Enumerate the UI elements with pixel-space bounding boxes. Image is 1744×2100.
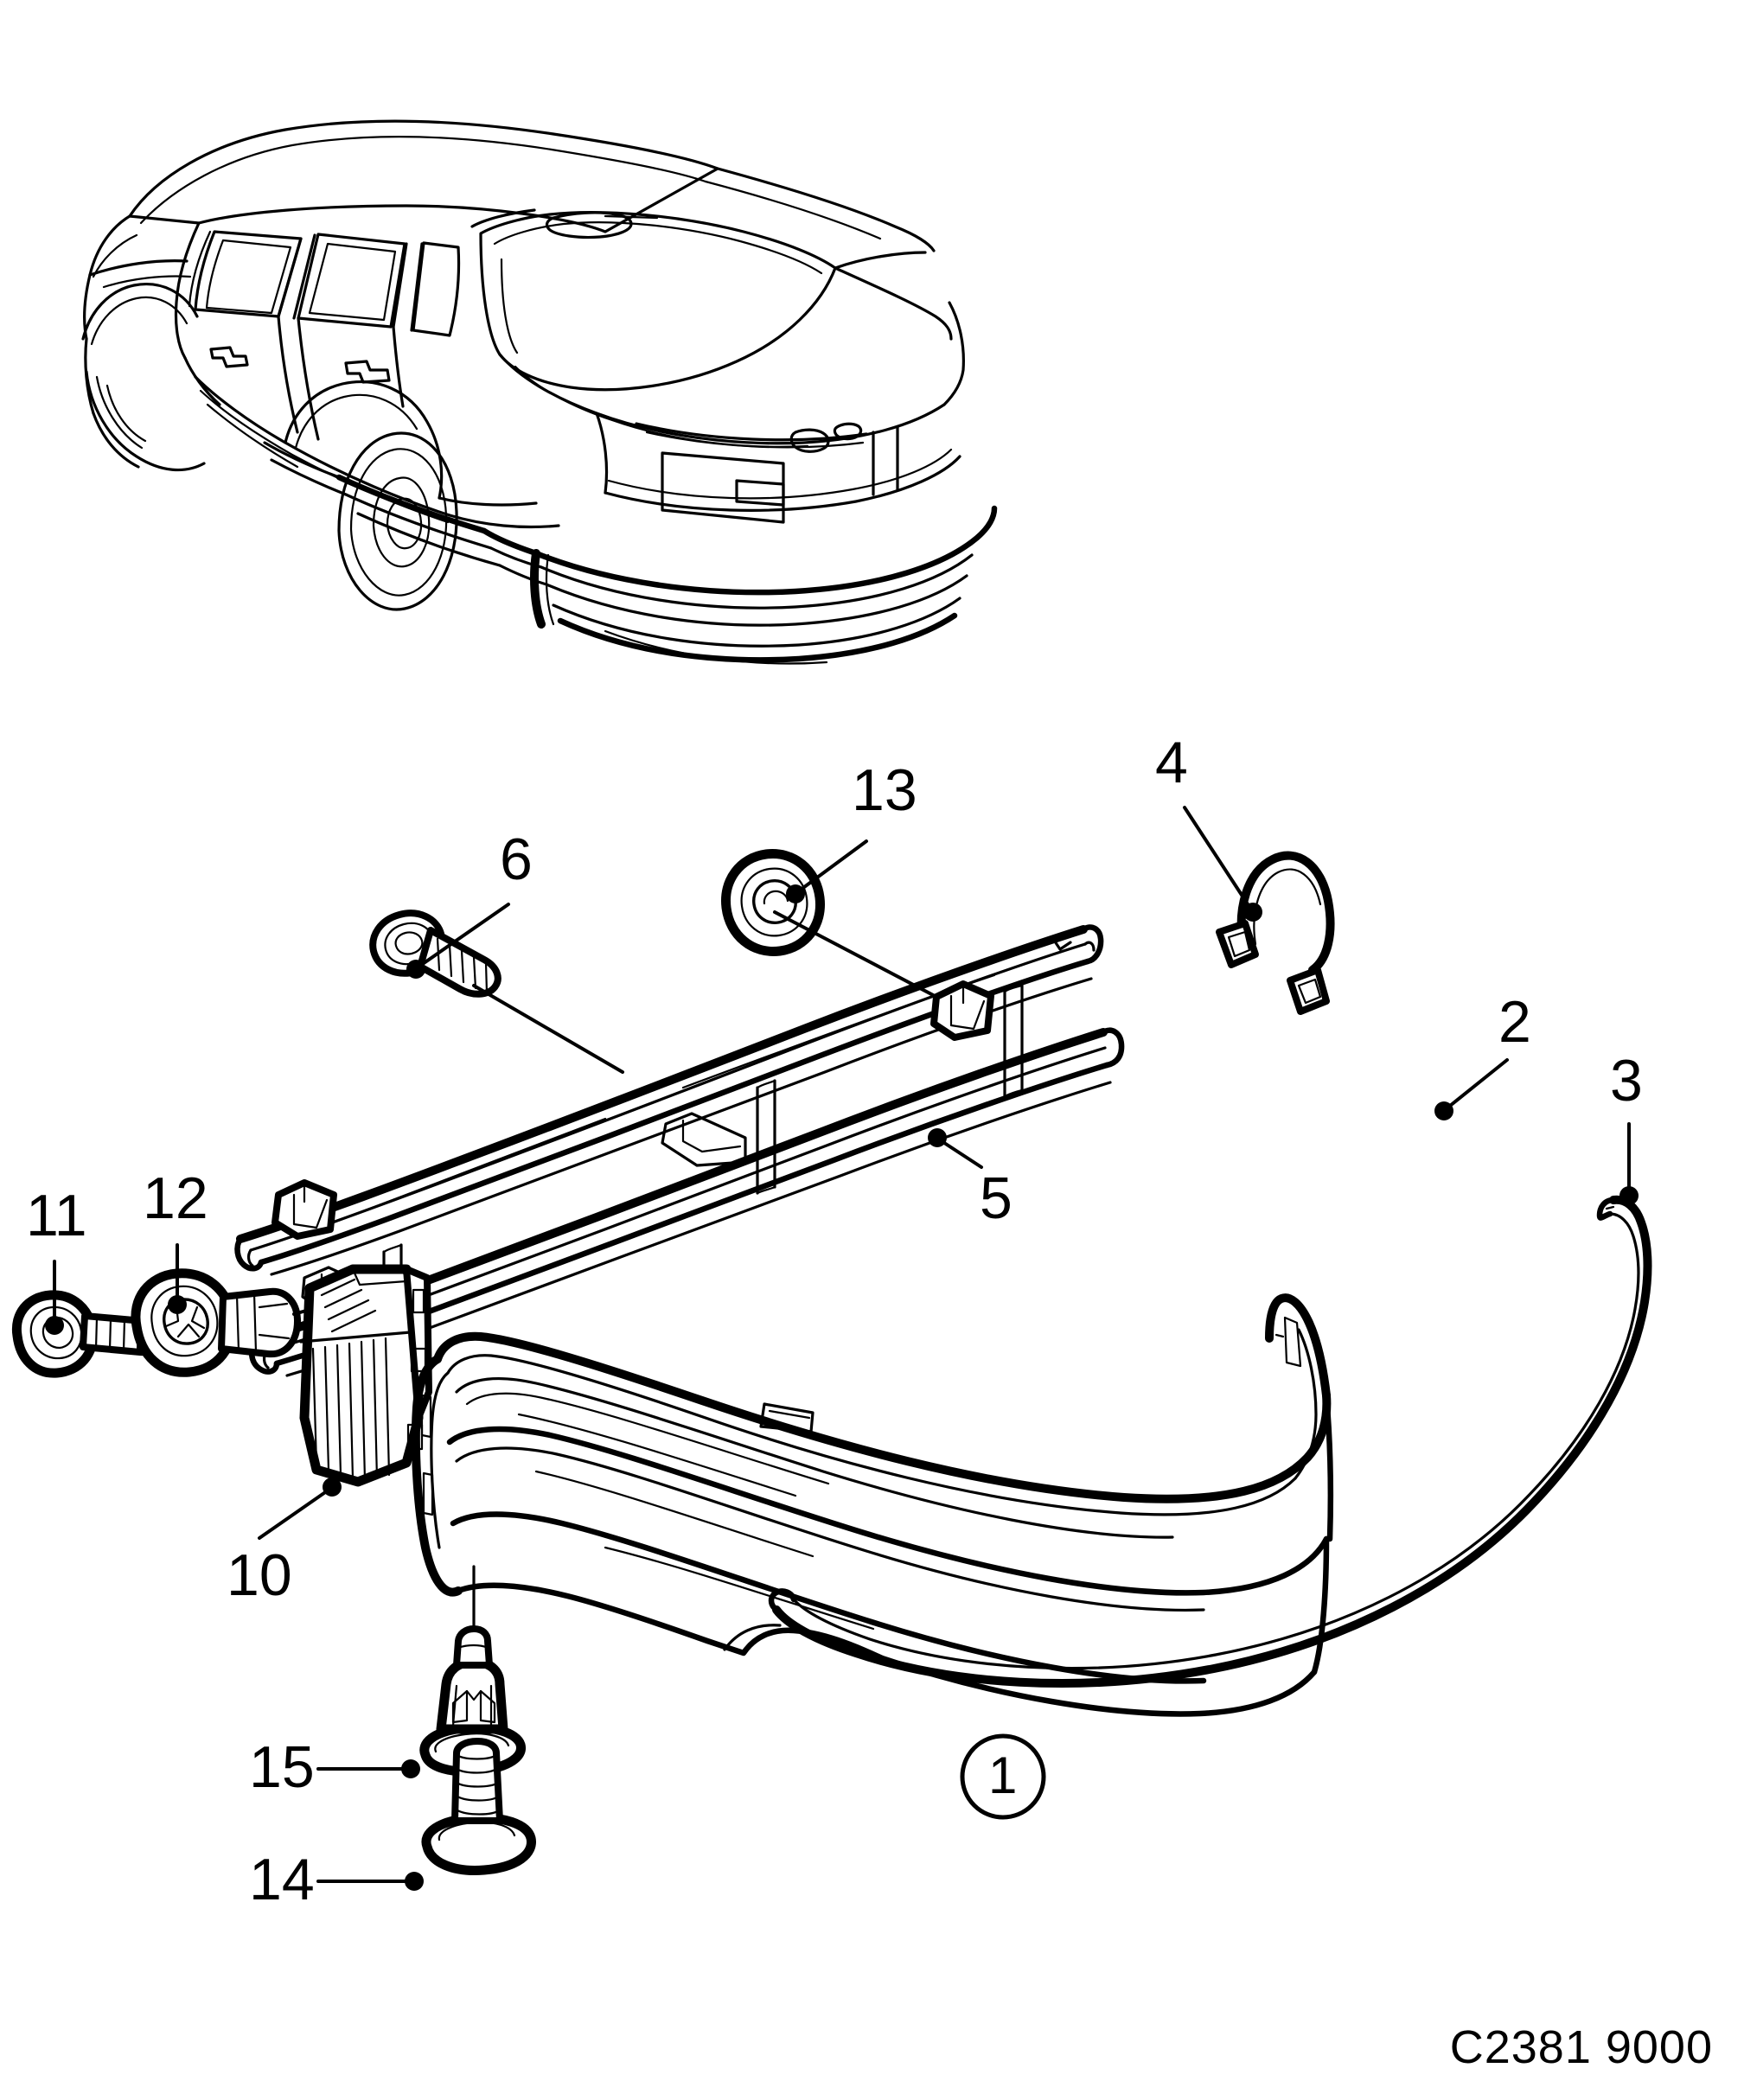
reference-badge-circle — [960, 1733, 1046, 1820]
callout-number-2: 2 — [1498, 989, 1531, 1055]
callout-number-14: 14 — [249, 1847, 315, 1912]
car-illustration — [81, 119, 998, 665]
part-12-push-in-fastener — [131, 1268, 372, 1377]
callout-number-15: 15 — [249, 1734, 315, 1800]
callout-number-13: 13 — [852, 757, 917, 823]
callout-number-10: 10 — [227, 1542, 292, 1608]
callout-number-5: 5 — [980, 1165, 1013, 1231]
part-4-u-spring-clip — [1216, 851, 1335, 1015]
part-6-flange-bolt — [369, 910, 624, 1074]
part-2-bumper-cover — [411, 1293, 1334, 1717]
callout-number-11: 11 — [26, 1183, 87, 1248]
reference-badge-number: 1 — [988, 1746, 1018, 1804]
callout-number-6: 6 — [500, 827, 533, 892]
callout-leader-lines — [45, 806, 1639, 1891]
callout-number-3: 3 — [1610, 1048, 1643, 1114]
callout-number-4: 4 — [1155, 730, 1188, 795]
callout-number-12: 12 — [143, 1165, 208, 1231]
part-14-hex-flange-bolt — [421, 1738, 536, 1875]
part-3-trim-moulding — [768, 1195, 1652, 1688]
figure-code-label: C2381 9000 — [1449, 2021, 1713, 2073]
part-10-energy-absorber — [299, 1264, 432, 1487]
part-13-rubber-grommet — [721, 849, 938, 999]
